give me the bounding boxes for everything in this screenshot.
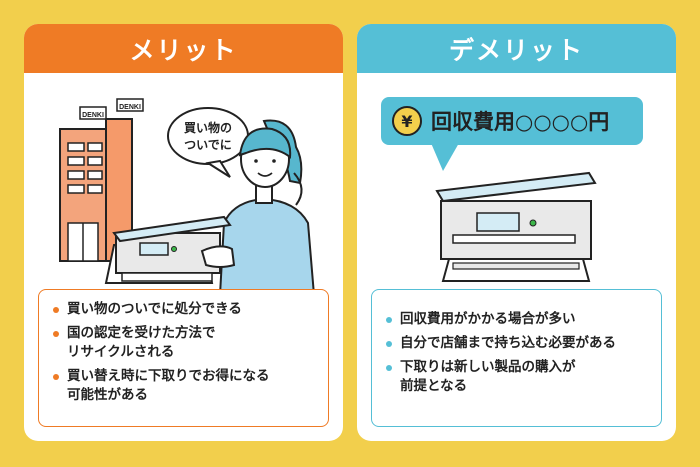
demerit-point: 下取りは新しい製品の購入が 前提となる <box>386 358 649 396</box>
bullet-icon <box>53 307 59 313</box>
demerit-panel: デメリット ¥ 回収費用○○○○円 回収費用がかかる場合が多い <box>357 24 676 441</box>
svg-text:¥: ¥ <box>401 112 412 131</box>
bubble-line-2: ついでに <box>184 138 232 152</box>
yen-coin-icon <box>392 106 422 136</box>
demerit-title: デメリット <box>357 24 676 73</box>
demerit-point: 自分で店舗まで持ち込む必要がある <box>386 334 649 353</box>
speech-bubble: 買い物の ついでに <box>167 107 249 178</box>
merit-point: 買い物のついでに処分できる <box>53 300 316 319</box>
woman-figure-icon <box>218 119 316 295</box>
hand-icon <box>200 245 236 268</box>
store-building-icon <box>59 118 133 262</box>
bullet-icon <box>53 331 59 337</box>
price-text: 回収費用○○○○円 <box>431 110 609 134</box>
copier-icon <box>435 171 597 282</box>
merit-point: 国の認定を受けた方法で リサイクルされる <box>53 324 316 362</box>
svg-text:DENKI: DENKI <box>119 104 141 111</box>
merit-points-list: 買い物のついでに処分できる 国の認定を受けた方法で リサイクルされる 買い替え時… <box>53 300 316 405</box>
bullet-icon <box>386 365 392 371</box>
bullet-icon <box>386 341 392 347</box>
svg-text:DENKI: DENKI <box>82 112 104 119</box>
merit-panel: メリット DENKI DENKI <box>24 24 343 441</box>
demerit-illustration: ¥ 回収費用○○○○円 <box>381 97 643 282</box>
price-bubble: ¥ 回収費用○○○○円 <box>381 97 643 171</box>
demerit-points-box: 回収費用がかかる場合が多い 自分で店舗まで持ち込む必要がある 下取りは新しい製品… <box>371 289 662 427</box>
bubble-line-1: 買い物の <box>184 120 232 135</box>
bullet-icon <box>386 317 392 323</box>
merit-title: メリット <box>24 24 343 73</box>
demerit-points-list: 回収費用がかかる場合が多い 自分で店舗まで持ち込む必要がある 下取りは新しい製品… <box>386 310 649 396</box>
merit-points-box: 買い物のついでに処分できる 国の認定を受けた方法で リサイクルされる 買い替え時… <box>38 289 329 427</box>
demerit-point: 回収費用がかかる場合が多い <box>386 310 649 329</box>
merit-illustration: DENKI DENKI 買い物の ついでに <box>59 98 316 295</box>
building-sign-2: DENKI <box>116 98 144 112</box>
bullet-icon <box>53 374 59 380</box>
merit-point: 買い替え時に下取りでお得になる 可能性がある <box>53 367 316 405</box>
building-sign: DENKI <box>79 106 107 120</box>
